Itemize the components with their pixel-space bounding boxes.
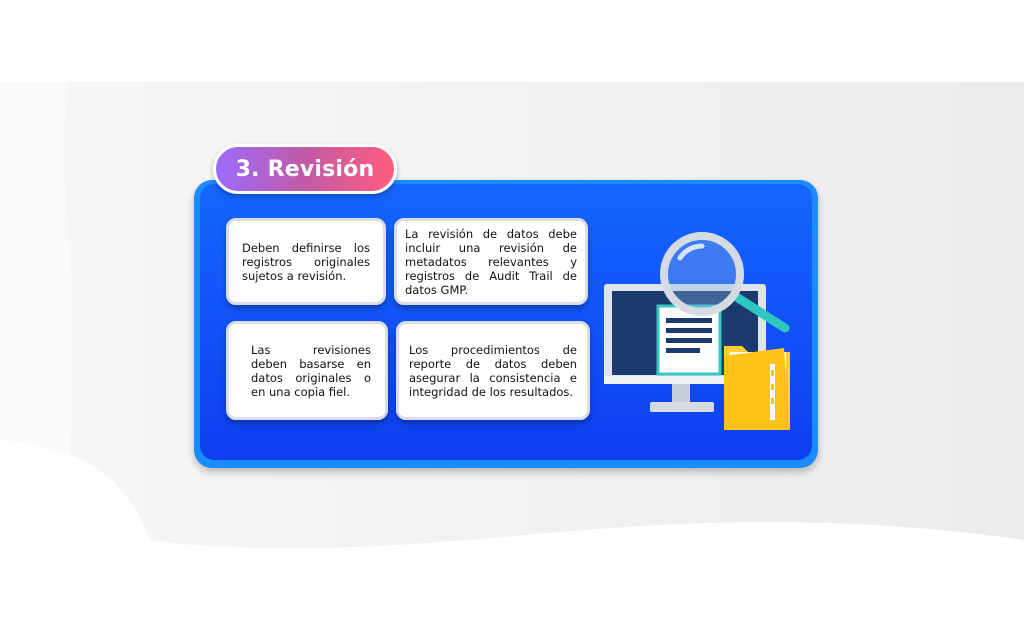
text-box-metadata-review-text: La revisión de datos debe incluir una re… <box>405 226 577 297</box>
monitor-magnifier-folder-icon <box>604 232 790 430</box>
text-box-reporting-procedures: Los procedimientos de reporte de datos d… <box>396 321 590 420</box>
title-pill: 3. Revisión <box>213 144 397 194</box>
text-box-original-records: Deben definirse los registros originales… <box>226 218 386 305</box>
text-box-original-data: Las revisiones deben basarse en datos or… <box>226 321 388 420</box>
text-box-reporting-procedures-text: Los procedimientos de reporte de datos d… <box>409 342 577 399</box>
page-title: 3. Revisión <box>235 156 375 182</box>
text-box-metadata-review: La revisión de datos debe incluir una re… <box>394 218 588 305</box>
text-box-original-data-text: Las revisiones deben basarse en datos or… <box>251 342 371 399</box>
text-box-original-records-text: Deben definirse los registros originales… <box>242 240 370 283</box>
